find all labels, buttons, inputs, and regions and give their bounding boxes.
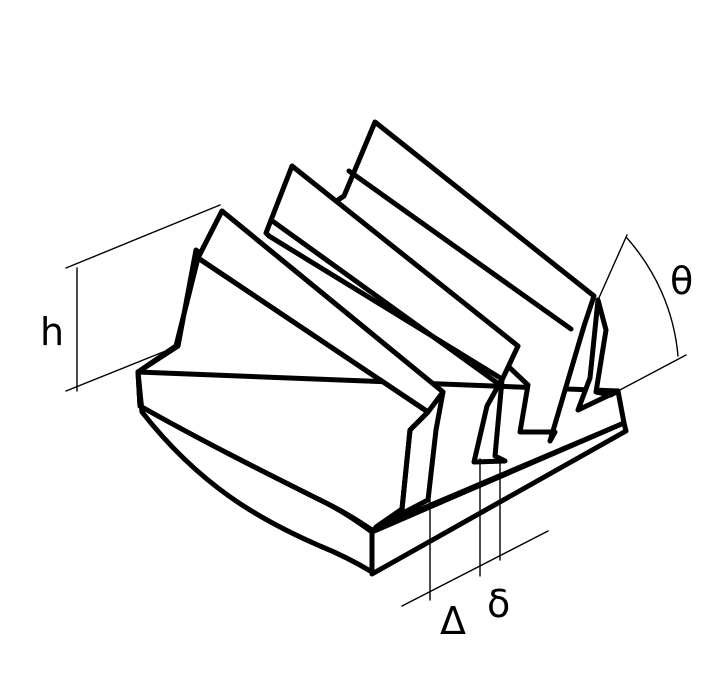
base-plate-right-face <box>369 420 629 577</box>
fin-back-ridge <box>346 168 574 332</box>
fin-root-right <box>575 297 621 413</box>
pitch-label: Δ <box>440 599 466 643</box>
fin-front-ridge <box>195 255 431 512</box>
angle-dimension <box>597 234 687 392</box>
height-dimension <box>65 204 221 392</box>
pitch-thickness-dimension <box>401 458 549 607</box>
height-label: h <box>40 310 64 354</box>
fin-middle-ridge <box>268 217 499 385</box>
base-plate <box>135 369 629 577</box>
thickness-label: δ <box>487 582 510 626</box>
angle-label: θ <box>670 259 693 303</box>
fin-middle <box>263 163 521 465</box>
fin-front <box>135 208 446 530</box>
